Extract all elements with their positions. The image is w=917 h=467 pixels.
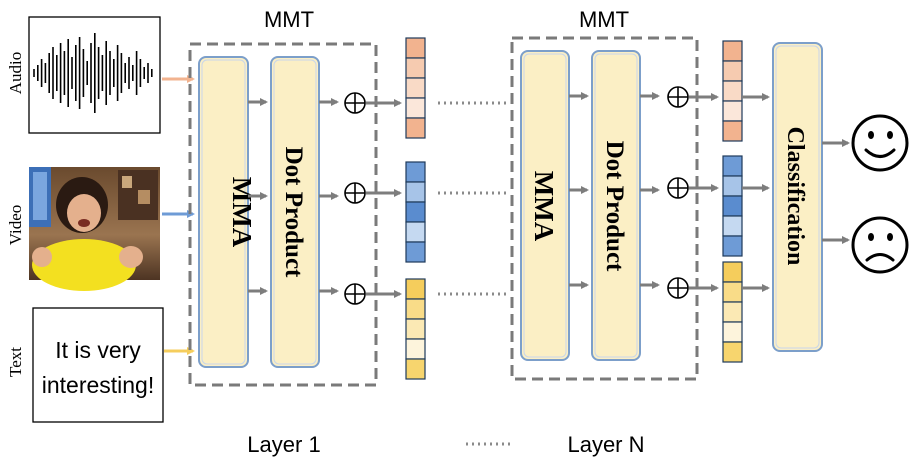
oplus-icon: [344, 92, 366, 114]
video-label: Video: [6, 205, 25, 246]
vector-cell: [405, 221, 426, 243]
vector-cell: [405, 161, 426, 183]
vector-cell: [405, 358, 426, 380]
vector-cell: [405, 117, 426, 139]
text-input: It is very interesting!: [32, 307, 164, 423]
layerN-mmt-boundary: [510, 36, 699, 381]
text-label: Text: [6, 347, 25, 377]
vector-cell: [722, 175, 743, 197]
layer1-video-vector: [405, 161, 426, 263]
audio-label: Audio: [6, 52, 25, 95]
layerN-mma-block: MMA: [520, 50, 570, 361]
layerN-dot-product-label: Dot Product: [601, 141, 628, 272]
vector-cell: [405, 298, 426, 320]
layer1-title: MMT: [264, 7, 314, 32]
vector-cell: [722, 215, 743, 237]
layerN-caption: Layer N: [567, 432, 644, 457]
text-input-line2: interesting!: [42, 372, 155, 398]
vector-cell: [722, 40, 743, 62]
vector-cell: [405, 318, 426, 340]
classification-block: Classification: [772, 42, 823, 352]
vector-cell: [722, 155, 743, 177]
layerN-dot-product-block: Dot Product: [591, 50, 641, 361]
layer1-caption: Layer 1: [247, 432, 320, 457]
vector-cell: [722, 281, 743, 303]
layer1-dot-product-label: Dot Product: [280, 147, 307, 278]
vector-cell: [405, 57, 426, 79]
vector-cell: [722, 235, 743, 257]
waveform-icon: [33, 33, 153, 113]
oplus-icon: [344, 182, 366, 204]
vector-cell: [405, 241, 426, 263]
vector-cell: [722, 321, 743, 343]
happy-face-icon: [851, 114, 909, 172]
vector-cell: [722, 301, 743, 323]
layer1-audio-vector: [405, 37, 426, 139]
vector-cell: [722, 341, 743, 363]
layerN-title: MMT: [579, 7, 629, 32]
layerN-audio-vector: [722, 40, 743, 142]
layerN-text-vector: [722, 261, 743, 363]
vector-cell: [405, 201, 426, 223]
vector-cell: [405, 37, 426, 59]
text-input-line1: It is very: [55, 337, 141, 363]
video-frame-icon: [29, 167, 160, 291]
layer1-text-vector: [405, 278, 426, 380]
layer1-dot-product-block: Dot Product: [270, 56, 320, 368]
vector-cell: [722, 120, 743, 142]
vector-cell: [722, 100, 743, 122]
oplus-icon: [667, 177, 689, 199]
sad-face-icon: [851, 216, 909, 274]
layer1-mmt-boundary: [188, 42, 378, 387]
vector-cell: [405, 77, 426, 99]
vector-cell: [722, 195, 743, 217]
vector-cell: [722, 261, 743, 283]
layerN-video-vector: [722, 155, 743, 257]
layer1-mma-label: MMA: [227, 177, 257, 248]
vector-cell: [722, 80, 743, 102]
classification-label: Classification: [782, 127, 808, 266]
vector-cell: [405, 278, 426, 300]
oplus-icon: [344, 283, 366, 305]
layer1-mma-block: MMA: [198, 56, 257, 368]
vector-cell: [405, 338, 426, 360]
layerN-mma-label: MMA: [529, 171, 559, 242]
audio-input: [28, 16, 161, 134]
oplus-icon: [667, 86, 689, 108]
oplus-icon: [667, 277, 689, 299]
vector-cell: [405, 181, 426, 203]
vector-cell: [405, 97, 426, 119]
vector-cell: [722, 60, 743, 82]
